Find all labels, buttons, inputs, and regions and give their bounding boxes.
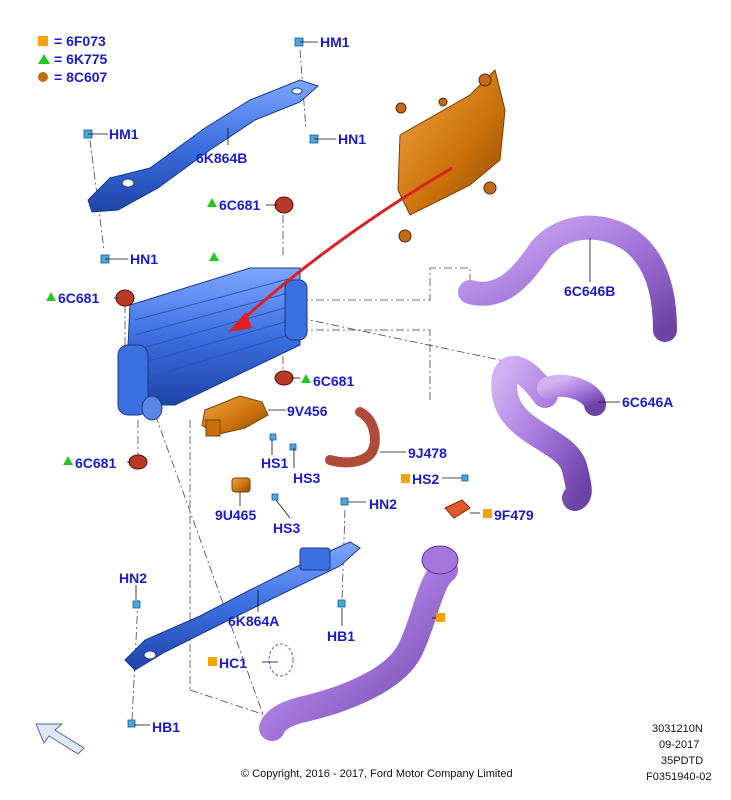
label-hs2: HS2: [412, 471, 440, 487]
leader-lines: [88, 41, 620, 726]
legend-row-square: = 6F073: [38, 33, 106, 49]
label-hn1-left: HN1: [130, 251, 159, 267]
assembly-lines: [89, 49, 531, 721]
label-9v456: 9V456: [287, 403, 328, 419]
legend-label: = 8C607: [54, 69, 108, 85]
label-hn2-right: HN2: [369, 496, 398, 512]
copyright-text: © Copyright, 2016 - 2017, Ford Motor Com…: [241, 768, 513, 780]
bracket-6k864b: [87, 79, 319, 213]
label-6c646a: 6C646A: [622, 394, 674, 410]
meta-line-2: 09-2017: [659, 739, 700, 751]
hose-6c646a: [491, 356, 606, 511]
label-6k864a: 6K864A: [228, 613, 280, 629]
rubber-mounts: [115, 196, 294, 470]
label-9u465: 9U465: [215, 507, 257, 523]
label-hn1-right: HN1: [338, 131, 367, 147]
sensor-9u465: [231, 477, 251, 493]
hose-lower: [259, 545, 459, 741]
red-arrow-icon: [228, 166, 453, 332]
label-6c681-top: 6C681: [219, 197, 261, 213]
gasket-hc1: [268, 643, 294, 677]
label-hb1-left: HB1: [152, 719, 181, 735]
label-9j478: 9J478: [408, 445, 447, 461]
label-hs1: HS1: [261, 455, 289, 471]
label-hm1-top: HM1: [320, 34, 350, 50]
label-6c646b: 6C646B: [564, 283, 616, 299]
legend-row-circle: = 8C607: [38, 69, 107, 85]
label-hb1-right: HB1: [327, 628, 356, 644]
label-6c681-mid: 6C681: [313, 373, 355, 389]
hose-6c646b: [458, 215, 677, 342]
valve-9v456: [201, 395, 269, 437]
leader-symbols: [46, 198, 492, 666]
label-hm1-left: HM1: [109, 126, 139, 142]
meta-line-1: 3031210N: [652, 723, 703, 735]
fitting-9f479: [444, 499, 471, 519]
label-hs3-b: HS3: [273, 520, 301, 536]
view-direction-arrow-icon: [35, 723, 85, 755]
intercooler: [117, 267, 308, 421]
square-icon: [38, 36, 48, 46]
engine-mount-part: [395, 69, 506, 243]
label-6c681-bottom: 6C681: [75, 455, 117, 471]
label-6k864b: 6K864B: [196, 150, 248, 166]
meta-line-4: F0351940-02: [646, 771, 712, 783]
label-6c681-left: 6C681: [58, 290, 100, 306]
bracket-6k864a: [124, 541, 361, 671]
meta-line-3: 35PDTD: [661, 755, 704, 767]
label-hc1: HC1: [219, 655, 248, 671]
tube-9j478: [325, 407, 380, 468]
legend-label: = 6F073: [54, 33, 106, 49]
circle-icon: [38, 72, 48, 82]
legend-row-triangle: = 6K775: [38, 51, 107, 67]
triangle-icon: [38, 54, 50, 64]
label-9f479: 9F479: [494, 507, 534, 523]
label-hn2-left: HN2: [119, 570, 148, 586]
label-hs3-a: HS3: [293, 470, 321, 486]
legend-label: = 6K775: [54, 51, 108, 67]
